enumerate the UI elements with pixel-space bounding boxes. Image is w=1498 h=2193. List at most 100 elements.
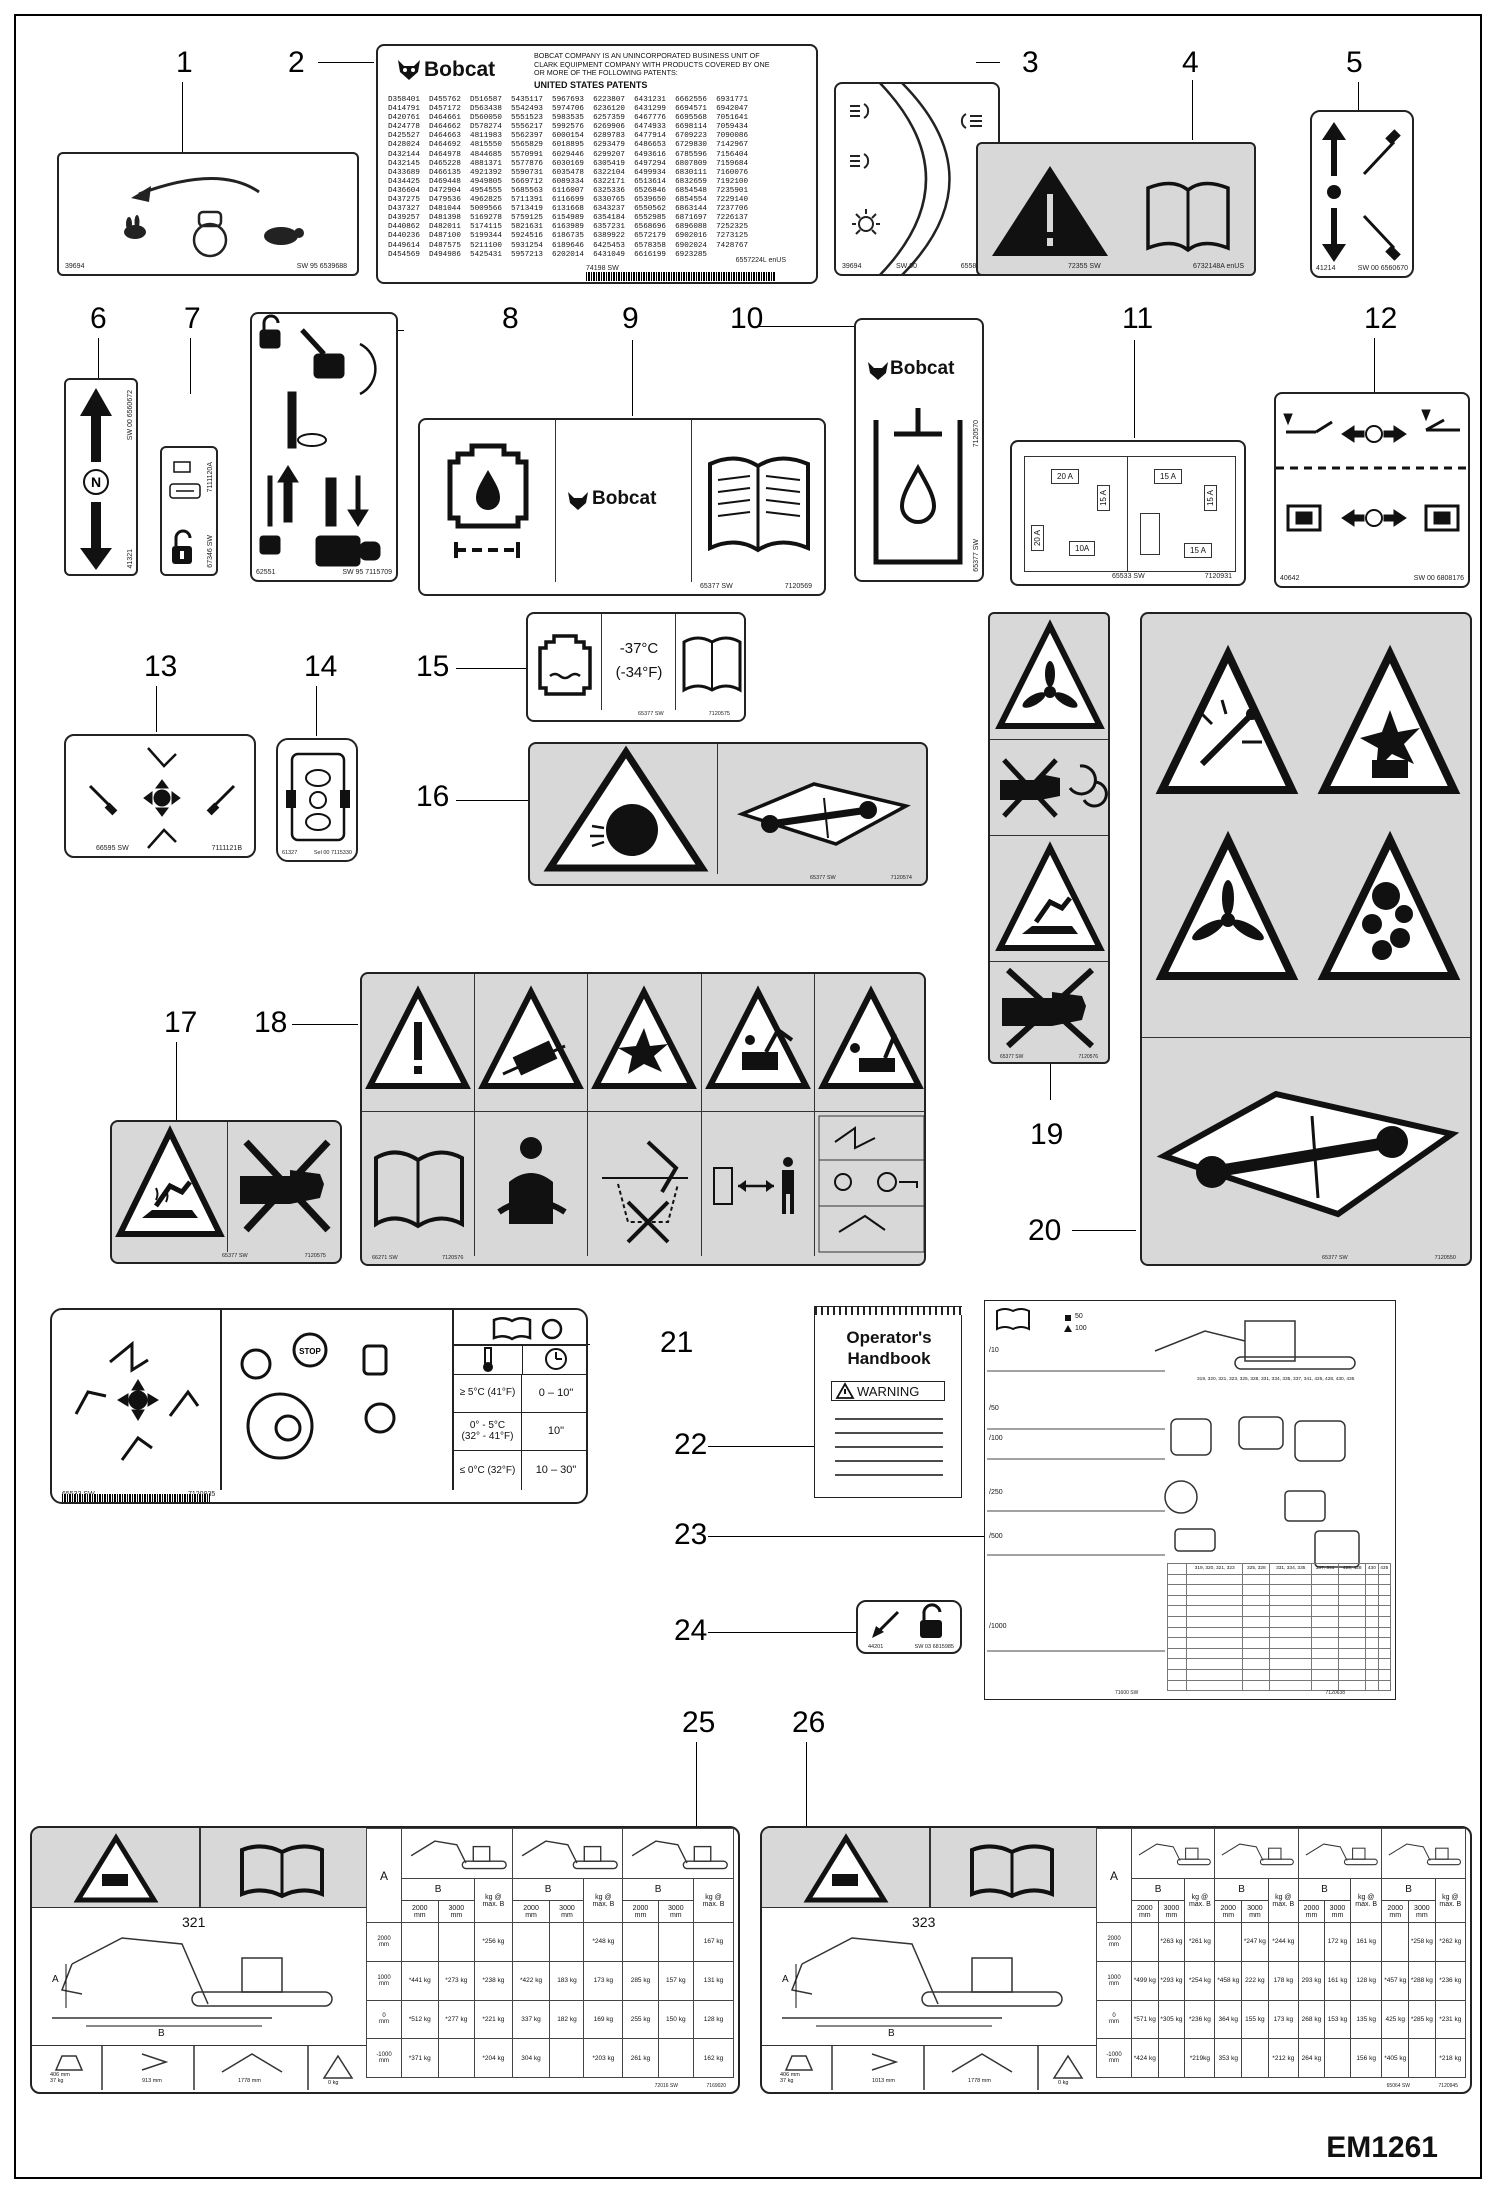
cap-value: 153 kg (1323, 1999, 1351, 2040)
cap-value (437, 2038, 476, 2078)
maint-row-icon (1167, 1584, 1187, 1596)
cap-dim-a: A (52, 1974, 59, 1985)
cap-value: 364 kg (1214, 1999, 1243, 2040)
fuse-block-left: 20 A 15 A 20 A 10A (1024, 456, 1128, 572)
decal-11-left-code: 65533 SW (1112, 573, 1145, 580)
maint-cell (1338, 1573, 1367, 1586)
maint-cell (1269, 1647, 1313, 1660)
leader-line (632, 340, 633, 416)
maint-cell (1365, 1668, 1379, 1681)
throttle-icon (124, 177, 304, 258)
maint-cell (1242, 1679, 1271, 1692)
hot-surface-icon (115, 1125, 225, 1237)
maint-interval: /500 (989, 1533, 1003, 1540)
travel-neutral-icon: N (80, 388, 112, 570)
cap-row-head: 1000 mm (1096, 1960, 1132, 2001)
fuse-label: 15 A (1154, 469, 1183, 484)
cap-value: 128 kg (692, 1999, 735, 2040)
warning-read-manual-icon (73, 1833, 324, 1903)
cap-value: *254 kg (1184, 1960, 1216, 2001)
cap-value: 155 kg (1241, 1999, 1269, 2040)
cap-bucket: 406 mm 37 kg (780, 2072, 800, 2084)
cap-value: 157 kg (657, 1960, 694, 2001)
cap-value (1408, 2038, 1436, 2078)
leader-line (976, 62, 1000, 63)
cap-value: *458 kg (1214, 1960, 1243, 2001)
exit-procedure-icon (818, 1115, 924, 1253)
bobcat-wordmark: Bobcat (424, 58, 496, 81)
warning-read-manual-icon (992, 166, 1230, 256)
cap-value: 161 kg (1323, 1960, 1351, 2001)
cap-kg-head: kg @ max. B (1349, 1878, 1383, 1923)
cap-value: *273 kg (437, 1960, 476, 2001)
safety-cell (815, 1112, 924, 1256)
lights-switch-icon (850, 84, 982, 274)
safety-cell (588, 1112, 702, 1256)
decal-16-breathing-hazard: 65377 SW 7120574 (528, 742, 928, 886)
cap-value: 161 kg (1349, 1922, 1383, 1962)
joystick-pattern-icon (88, 747, 236, 849)
decal-17-left-code: 65377 SW (222, 1253, 248, 1259)
maint-cell (1338, 1584, 1367, 1596)
callout-6: 6 (90, 302, 107, 335)
cap-3000-head: 3000 mm (549, 1900, 585, 1923)
maint-cell (1338, 1615, 1367, 1628)
maint-cell (1377, 1668, 1392, 1681)
figure-code: EM1261 (1326, 2131, 1438, 2164)
decal-3-lights: 39694 SW 90 6558730 (834, 82, 1000, 276)
decal-6-code-b: 41321 (127, 548, 134, 568)
callout-15: 15 (416, 650, 450, 683)
cap-header-icons (32, 1828, 366, 1908)
decal-23-right-code: 7120638 (1325, 1690, 1345, 1696)
cap-value: *277 kg (437, 1999, 476, 2040)
leader-line (708, 1446, 814, 1447)
decal-8-left-code: 62551 (256, 569, 276, 576)
cap-3000-head: 3000 mm (1408, 1900, 1436, 1923)
maint-head-cell: 425, 428 (1338, 1563, 1367, 1575)
maint-cell (1185, 1594, 1244, 1607)
cap-value: *422 kg (511, 1960, 551, 2001)
maint-cell (1365, 1573, 1379, 1586)
maint-cell (1311, 1584, 1340, 1596)
decal-22-operators-handbook: Operator's Handbook WARNING (814, 1306, 963, 1498)
cap-value (1241, 2038, 1269, 2078)
maint-cell (1311, 1647, 1340, 1660)
hot-surface-icon (995, 841, 1105, 951)
cap-value: *405 kg (1381, 2038, 1410, 2078)
barcode (586, 272, 776, 281)
cap-value: *258 kg (1408, 1922, 1436, 1962)
leader-line (176, 1042, 177, 1120)
cap-value: 135 kg (1349, 1999, 1383, 2040)
decal-8-control-lock: 62551 SW 95 7115709 (250, 312, 398, 582)
decal-3-mid-code: SW 90 (896, 263, 918, 270)
callout-22: 22 (674, 1428, 708, 1461)
decal-14-left-code: 61327 (282, 850, 298, 856)
cap-config-icon (511, 1828, 624, 1879)
cap-value: *499 kg (1131, 1960, 1159, 2001)
service-manual-icon (1156, 1090, 1460, 1218)
no-hand-rotate-icon (1000, 758, 1108, 818)
cap-value (401, 1922, 439, 1962)
maint-legend-50: 50 (1075, 1313, 1083, 1320)
read-manual-icon (708, 456, 810, 553)
cap-value: *371 kg (401, 2038, 439, 2078)
cap-value: *262 kg (1434, 1922, 1467, 1962)
cap-model: 323 (912, 1914, 936, 1930)
maint-cell (1365, 1679, 1379, 1692)
cap-value: 222 kg (1241, 1960, 1269, 2001)
maint-cell (1377, 1584, 1392, 1596)
maint-cell (1377, 1637, 1392, 1649)
leader-line (1358, 82, 1359, 110)
callout-9: 9 (622, 302, 639, 335)
decal-11-right-code: 7120931 (1204, 573, 1232, 580)
warning-exclamation-icon (365, 985, 471, 1089)
service-manual-icon (736, 782, 911, 846)
maint-cell (1365, 1605, 1379, 1617)
maint-cell (1311, 1637, 1340, 1649)
pattern-lock-icon (286, 752, 350, 842)
maint-head-cell: 430 (1365, 1563, 1379, 1575)
callout-8: 8 (502, 302, 519, 335)
bobcat-head-icon (568, 492, 588, 510)
